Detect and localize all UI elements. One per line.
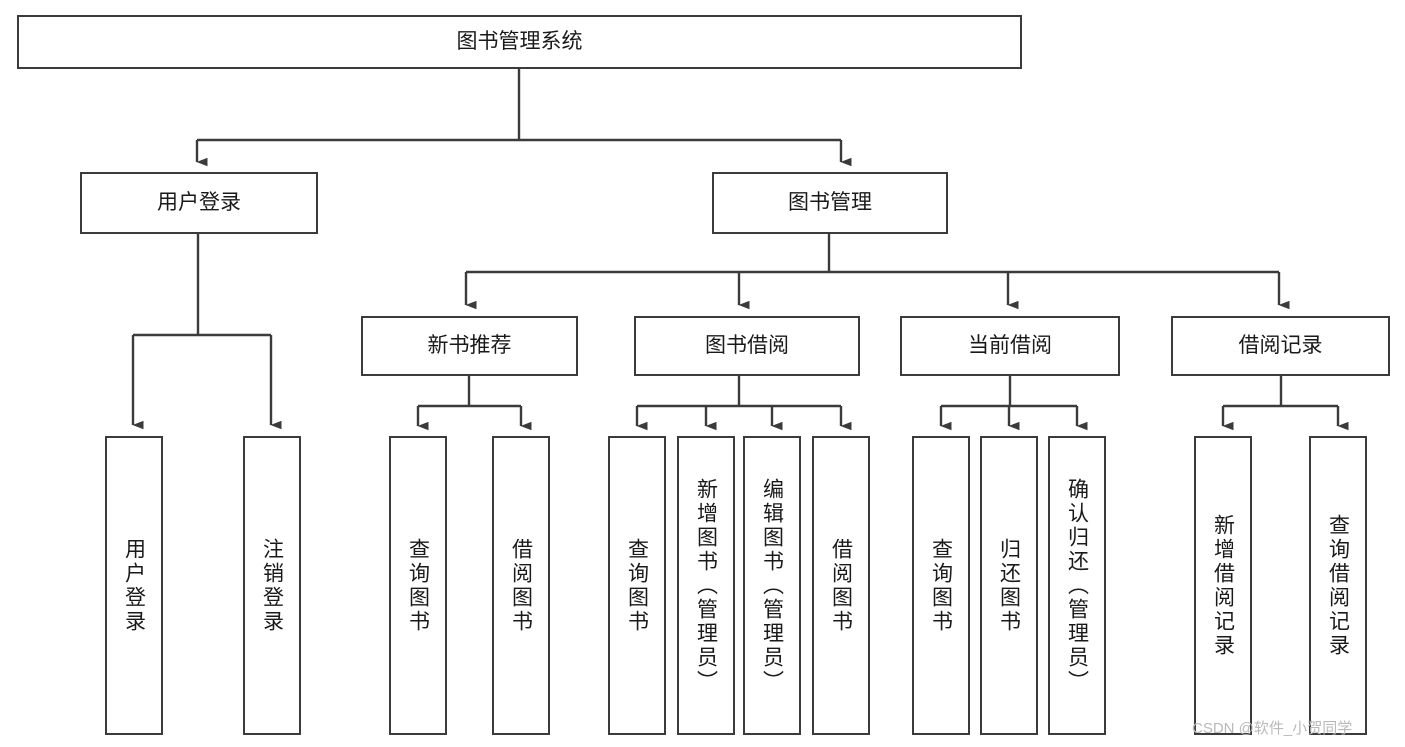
node-leaf-borrow-edit-book-admin[interactable]: 编辑图书（管理员） [743,436,801,735]
node-book-borrow[interactable]: 图书借阅 [634,316,860,376]
node-label: 图书管理 [788,191,872,215]
node-label: 新增图书（管理员） [694,477,718,694]
node-book-management[interactable]: 图书管理 [712,172,948,234]
node-label: 图书管理系统 [456,30,583,54]
node-label: 查询图书 [625,537,649,634]
node-leaf-current-query-books[interactable]: 查询图书 [912,436,970,735]
node-label: 查询图书 [406,537,430,634]
node-leaf-borrow-add-book-admin[interactable]: 新增图书（管理员） [677,436,735,735]
node-root-system[interactable]: 图书管理系统 [17,15,1022,69]
node-leaf-newbook-borrow-books[interactable]: 借阅图书 [492,436,550,735]
node-label: 确认归还（管理员） [1065,477,1089,694]
node-label: 归还图书 [997,537,1021,634]
node-label: 查询借阅记录 [1326,513,1350,658]
node-label: 图书借阅 [705,334,789,358]
node-label: 当前借阅 [968,334,1052,358]
node-leaf-user-logout[interactable]: 注销登录 [243,436,301,735]
node-leaf-current-confirm-return-admin[interactable]: 确认归还（管理员） [1048,436,1106,735]
node-label: 用户登录 [122,537,146,634]
node-leaf-borrow-query-books[interactable]: 查询图书 [608,436,666,735]
node-leaf-records-query-record[interactable]: 查询借阅记录 [1309,436,1367,735]
node-label: 查询图书 [929,537,953,634]
node-label: 借阅图书 [829,537,853,634]
node-leaf-user-login[interactable]: 用户登录 [105,436,163,735]
node-label: 编辑图书（管理员） [760,477,784,694]
node-leaf-borrow-borrow-books[interactable]: 借阅图书 [812,436,870,735]
node-current-borrow[interactable]: 当前借阅 [900,316,1120,376]
node-label: 借阅记录 [1238,334,1323,358]
node-leaf-current-return-books[interactable]: 归还图书 [980,436,1038,735]
node-borrow-records[interactable]: 借阅记录 [1171,316,1390,376]
node-label: 新书推荐 [427,334,512,358]
node-label: 注销登录 [260,537,284,634]
node-label: 新增借阅记录 [1211,513,1235,658]
node-label: 借阅图书 [509,537,533,634]
node-user-login[interactable]: 用户登录 [80,172,318,234]
node-leaf-records-add-record[interactable]: 新增借阅记录 [1194,436,1252,735]
node-leaf-newbook-query-books[interactable]: 查询图书 [389,436,447,735]
node-label: 用户登录 [157,191,241,215]
node-new-book-recommend[interactable]: 新书推荐 [361,316,578,376]
